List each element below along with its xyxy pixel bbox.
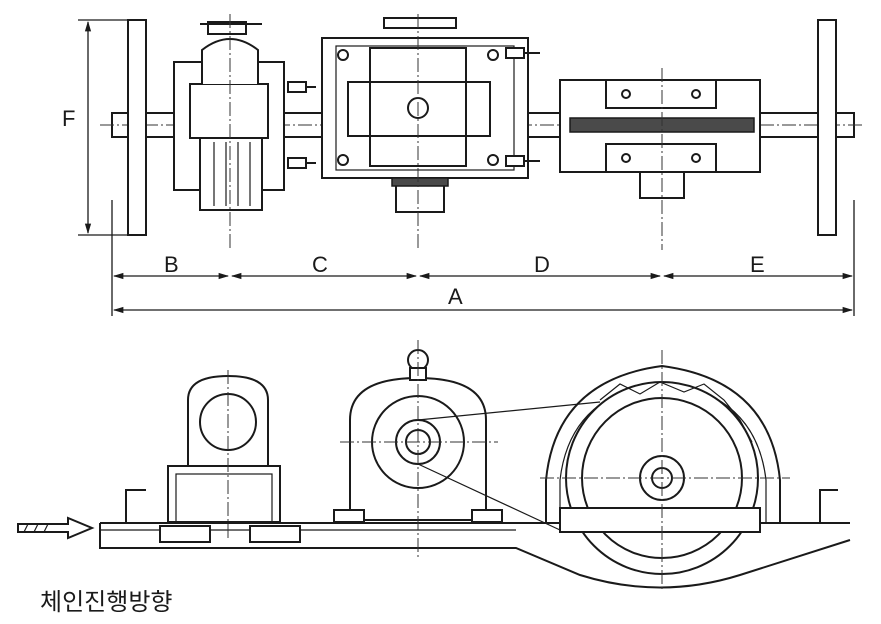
dimension-f-label: F [62,106,75,131]
chain-direction-caption: 체인진행방향 [40,588,173,616]
elevation-view [17,340,851,590]
chain-direction-arrow-icon [17,516,95,540]
drive-sprocket [540,350,790,590]
left-flange [127,19,147,236]
dimension-c-label: C [312,252,328,277]
left-pillow-block [167,370,281,540]
dimension-b-label: B [164,252,179,277]
right-flange [817,19,837,236]
dimension-d-label: D [534,252,550,277]
sprocket-assembly [559,68,761,250]
plan-view: F B C D E A [62,14,862,316]
dimension-e-label: E [750,252,765,277]
center-bearing [333,340,601,560]
motor-gearbox [173,14,316,250]
center-bearing-housing [321,14,540,250]
dimension-f [78,19,128,236]
dimension-a-label: A [448,284,463,309]
